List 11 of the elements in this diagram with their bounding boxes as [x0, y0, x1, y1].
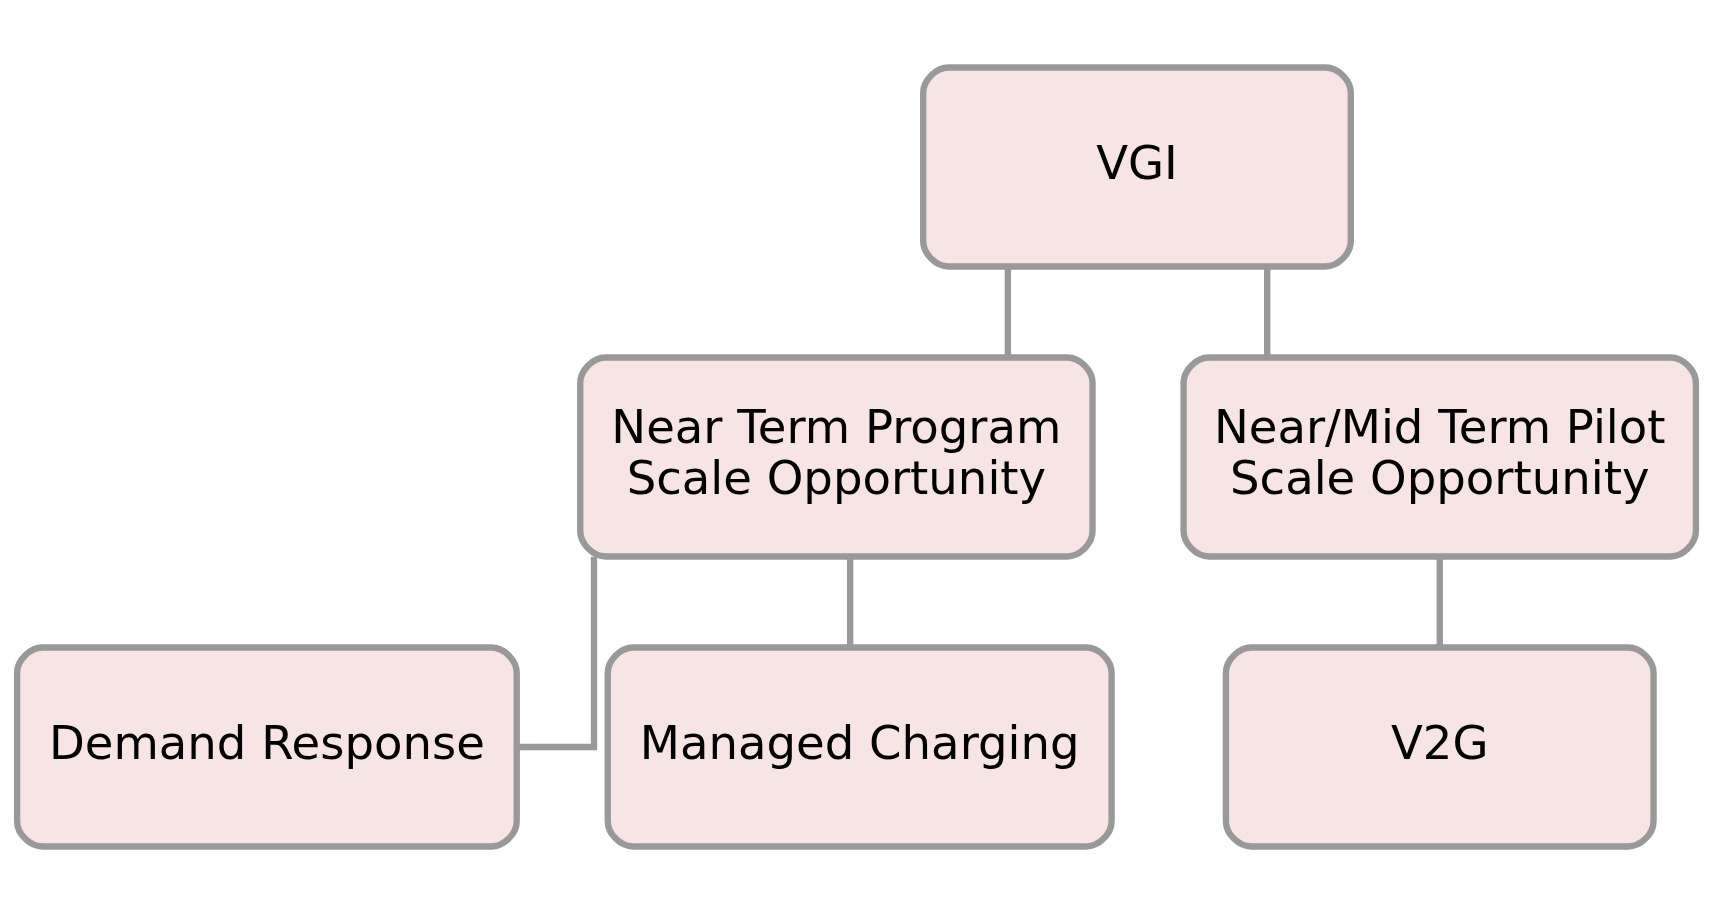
- node-box: Demand Response: [13, 644, 520, 850]
- node-box: Near/Mid Term Pilot Scale Opportunity: [1180, 354, 1700, 560]
- connector: [1264, 266, 1271, 357]
- connector: [1436, 556, 1443, 648]
- connector: [1004, 266, 1012, 357]
- node-box: Near Term Program Scale Opportunity: [577, 354, 1096, 560]
- node-box: Managed Charging: [604, 644, 1115, 850]
- node-box: V2G: [1222, 644, 1657, 850]
- connector: [517, 556, 598, 751]
- connector: [846, 556, 854, 648]
- node-box: VGI: [920, 64, 1354, 270]
